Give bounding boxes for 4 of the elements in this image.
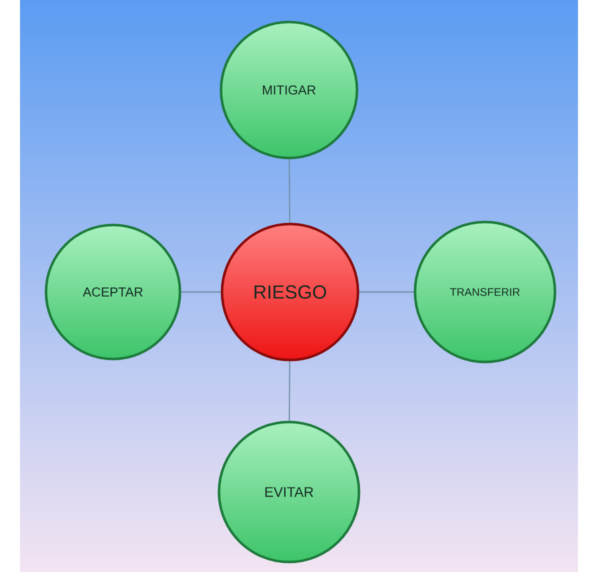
- connector-line: [359, 291, 414, 293]
- connector-line: [288, 159, 290, 223]
- connector-line: [181, 291, 221, 293]
- connector-line: [288, 361, 290, 421]
